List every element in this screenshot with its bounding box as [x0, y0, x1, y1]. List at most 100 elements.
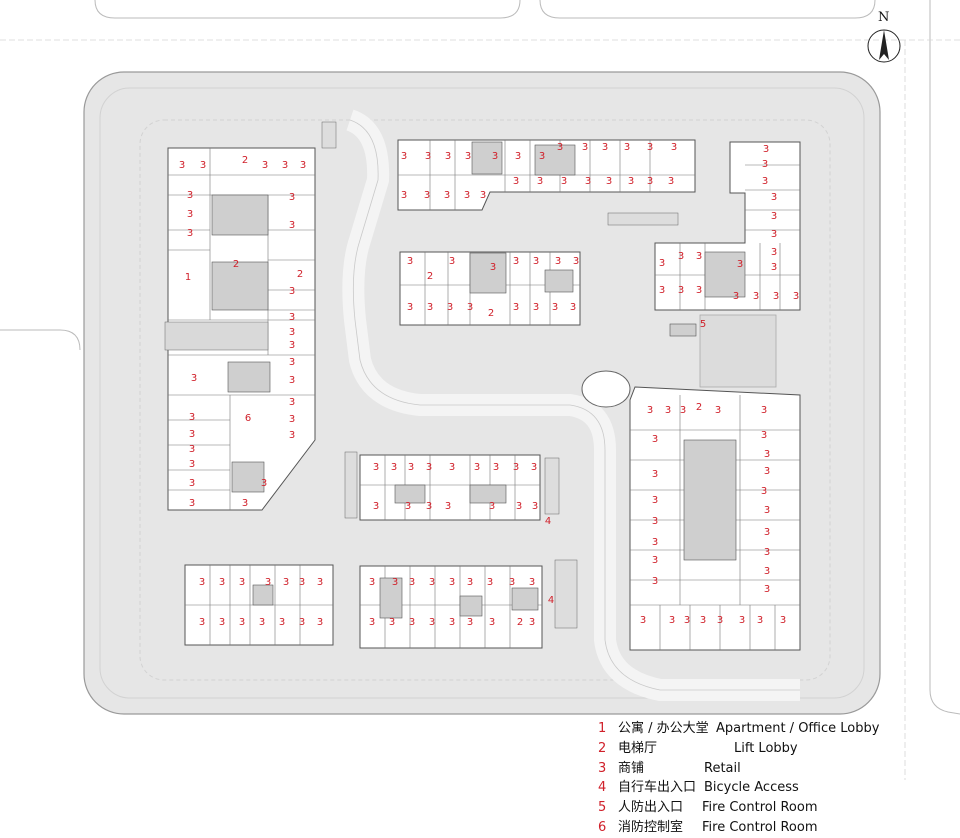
room-label: 3	[764, 466, 770, 477]
legend-num: 1	[598, 721, 607, 736]
room-label: 3	[529, 577, 535, 588]
room-label: 3	[602, 142, 608, 153]
room-label: 3	[668, 176, 674, 187]
room-label: 3	[492, 151, 498, 162]
north-arrow-icon	[867, 29, 901, 63]
room-label: 3	[773, 291, 779, 302]
room-label: 3	[407, 302, 413, 313]
room-label: 3	[299, 577, 305, 588]
room-label: 3	[279, 617, 285, 628]
room-label: 3	[696, 285, 702, 296]
legend-en: Fire Control Room	[702, 800, 818, 816]
room-label: 3	[409, 577, 415, 588]
cores	[211, 141, 746, 619]
room-label: 3	[757, 615, 763, 626]
room-label: 3	[373, 462, 379, 473]
room-label: 3	[299, 617, 305, 628]
room-label: 3	[513, 462, 519, 473]
room-label: 3	[447, 302, 453, 313]
room-label: 3	[537, 176, 543, 187]
room-label: 3	[191, 373, 197, 384]
room-label: 3	[761, 486, 767, 497]
room-label: 3	[409, 617, 415, 628]
room-label: 3	[652, 516, 658, 527]
ramps	[164, 121, 679, 629]
legend-num: 3	[598, 760, 607, 776]
room-label: 3	[219, 577, 225, 588]
room-label: 3	[771, 192, 777, 203]
room-label: 3	[489, 501, 495, 512]
room-label: 3	[429, 577, 435, 588]
room-label: 3	[449, 256, 455, 267]
room-label: 3	[189, 444, 195, 455]
room-label: 3	[516, 501, 522, 512]
room-label: 3	[465, 151, 471, 162]
room-label: 3	[489, 617, 495, 628]
room-label: 3	[624, 142, 630, 153]
room-label: 3	[289, 340, 295, 351]
room-label: 3	[737, 259, 743, 270]
room-label: 3	[480, 190, 486, 201]
room-label: 3	[426, 501, 432, 512]
room-label: 3	[555, 256, 561, 267]
room-label: 2	[517, 617, 523, 628]
room-label: 3	[793, 291, 799, 302]
legend-item-5: 5 人防出入口 Fire Control Room	[598, 798, 958, 818]
room-label: 3	[531, 462, 537, 473]
room-label: 3	[464, 190, 470, 201]
room-label: 3	[715, 405, 721, 416]
room-label: 3	[652, 469, 658, 480]
room-label: 3	[515, 151, 521, 162]
room-label: 3	[557, 142, 563, 153]
room-label: 3	[490, 262, 496, 273]
room-label: 3	[189, 412, 195, 423]
room-label: 3	[671, 142, 677, 153]
room-label: 3	[187, 190, 193, 201]
room-label: 3	[659, 258, 665, 269]
room-label: 2	[488, 308, 494, 319]
room-label: 3	[289, 397, 295, 408]
room-label: 3	[539, 151, 545, 162]
room-label: 3	[680, 405, 686, 416]
roundabout	[581, 370, 631, 408]
room-label: 3	[283, 577, 289, 588]
room-label: 3	[552, 302, 558, 313]
room-label: 4	[548, 595, 554, 606]
legend-zh: 人防出入口	[618, 800, 684, 816]
room-label: 3	[392, 577, 398, 588]
room-label: 3	[606, 176, 612, 187]
building-south-center	[359, 454, 541, 521]
room-label: 3	[265, 577, 271, 588]
room-label: 3	[300, 160, 306, 171]
room-label: 3	[513, 256, 519, 267]
room-label: 3	[696, 251, 702, 262]
room-label: 3	[282, 160, 288, 171]
room-label: 3	[189, 459, 195, 470]
room-label: 3	[261, 478, 267, 489]
legend-num: 2	[598, 740, 607, 756]
legend-item-3: 3 商铺 Retail	[598, 759, 958, 779]
room-label: 3	[317, 577, 323, 588]
room-label: 3	[652, 434, 658, 445]
room-label: 3	[762, 176, 768, 187]
room-label: 3	[700, 615, 706, 626]
room-label: 3	[652, 555, 658, 566]
room-label: 3	[289, 192, 295, 203]
legend-zh: 公寓 / 办公大堂	[618, 721, 709, 736]
legend-zh: 消防控制室	[618, 819, 684, 835]
room-label: 3	[445, 151, 451, 162]
room-label: 3	[570, 302, 576, 313]
room-label: 3	[764, 505, 770, 516]
plaza	[699, 314, 777, 388]
room-label: 3	[199, 577, 205, 588]
room-label: 3	[665, 405, 671, 416]
legend-zh: 电梯厅	[618, 740, 658, 756]
room-label: 6	[245, 413, 251, 424]
room-label: 3	[529, 617, 535, 628]
outer-roads	[0, 0, 960, 715]
room-label: 3	[389, 617, 395, 628]
room-label: 3	[652, 495, 658, 506]
legend-en: Fire Control Room	[702, 819, 818, 835]
room-label: 3	[289, 220, 295, 231]
